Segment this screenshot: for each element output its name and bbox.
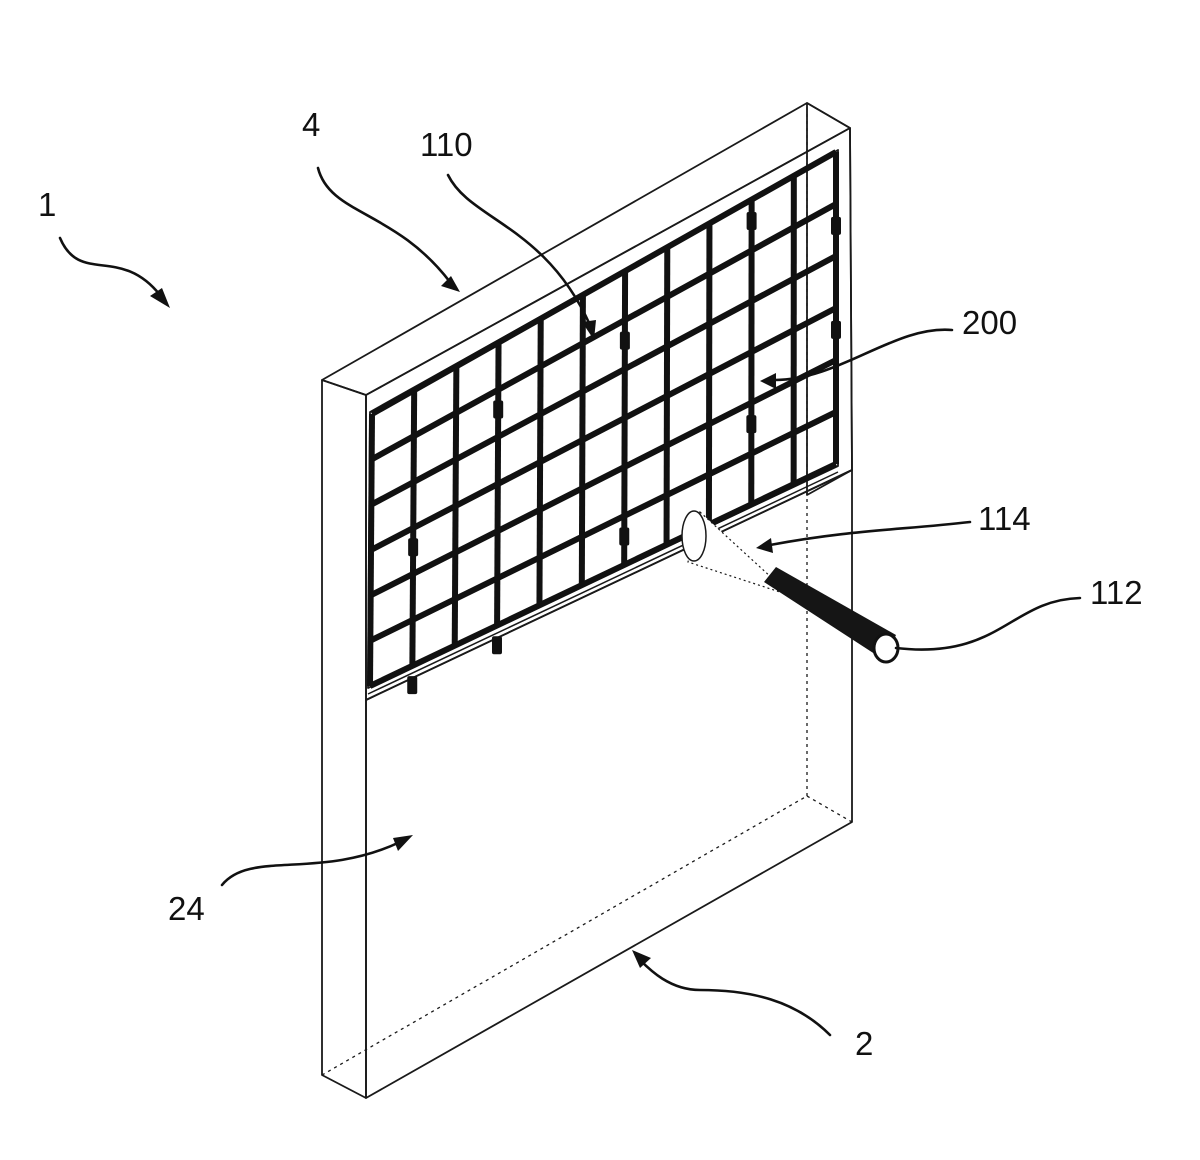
- arrow-device: [150, 288, 170, 308]
- frame-front-face: [365, 127, 853, 701]
- leader-nozzle: [894, 596, 1082, 651]
- grid-bottom-rim: [367, 471, 839, 695]
- nozzle-assembly: [681, 510, 900, 664]
- clip-tab: [619, 527, 630, 546]
- container-left-side: [321, 379, 367, 1099]
- clips: [407, 211, 841, 695]
- clip-tab: [407, 676, 418, 695]
- nozzle-opening: [872, 632, 900, 664]
- arrow-chamber: [393, 835, 413, 851]
- container-front-face: [365, 469, 853, 1099]
- leader-device: [58, 236, 162, 297]
- frame: [321, 102, 853, 701]
- clip-tab: [831, 216, 841, 235]
- label-frame: 4: [302, 106, 320, 143]
- clip-tab: [408, 538, 419, 557]
- arrow-grid: [760, 373, 776, 389]
- leader-lines: [58, 166, 1082, 1037]
- grid-horizontal-bar: [370, 201, 838, 462]
- leader-jet: [768, 520, 972, 547]
- clip-tab: [746, 415, 757, 434]
- leader-clip: [446, 173, 592, 327]
- grid-horizontal-bar: [369, 253, 838, 508]
- grid-horizontal-bar: [370, 149, 838, 417]
- clip-tab: [831, 320, 841, 339]
- arrow-container: [632, 950, 651, 968]
- spray-jet: [687, 510, 782, 594]
- container-body: [321, 103, 853, 1099]
- grid-mesh: [367, 149, 839, 695]
- clip-tab: [493, 400, 504, 419]
- grid-horizontal-bar: [368, 461, 838, 689]
- grid-horizontal-bar: [369, 305, 838, 553]
- nozzle-tube: [764, 567, 896, 660]
- label-chamber: 24: [168, 890, 205, 927]
- hidden-edge-bottom: [321, 795, 808, 1076]
- leader-container: [638, 958, 832, 1037]
- clip-tab: [619, 331, 630, 350]
- grid-horizontal-bar: [369, 409, 838, 644]
- label-grid: 200: [962, 304, 1017, 341]
- arrow-frame: [441, 276, 460, 292]
- reference-numerals: 1 4 110 200 114 112 24 2: [38, 106, 1143, 1062]
- label-nozzle: 112: [1090, 574, 1143, 611]
- frame-top-face: [321, 102, 851, 396]
- spray-impact-ellipse: [681, 510, 707, 562]
- leader-grid: [773, 328, 954, 382]
- clip-tab: [746, 211, 757, 230]
- leader-chamber: [220, 840, 402, 887]
- label-container: 2: [855, 1025, 873, 1062]
- hidden-edge-bottom-right: [806, 795, 853, 823]
- leader-frame: [316, 166, 452, 284]
- label-jet: 114: [978, 500, 1031, 537]
- label-clip: 110: [420, 126, 473, 163]
- arrow-clip: [582, 320, 596, 340]
- arrow-jet: [756, 538, 773, 553]
- clip-tab: [491, 636, 502, 655]
- label-device: 1: [38, 186, 56, 223]
- grid-horizontal-bar: [369, 357, 838, 599]
